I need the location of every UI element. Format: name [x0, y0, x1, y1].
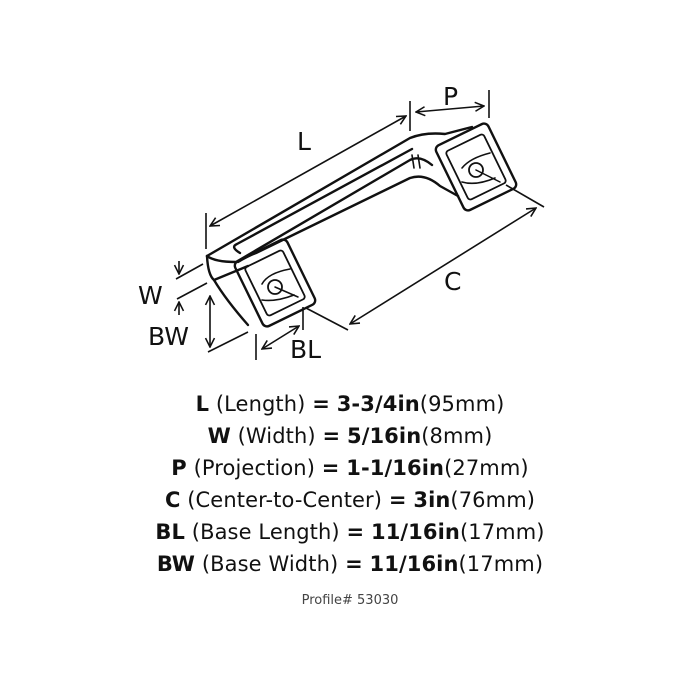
spec-metric: (8mm): [421, 424, 493, 448]
spec-code: BW: [156, 552, 196, 576]
spec-code: L: [195, 392, 210, 416]
handle-outline: [205, 122, 518, 328]
spec-name: (Projection): [193, 456, 316, 480]
spec-value: 11/16in: [369, 552, 459, 576]
spec-code: C: [164, 488, 181, 512]
dimension-lines: [176, 90, 545, 360]
spec-name: (Base Length): [191, 520, 340, 544]
spec-code: P: [171, 456, 187, 480]
spec-name: (Center-to-Center): [187, 488, 383, 512]
dimension-label-base-length: BL: [290, 335, 321, 364]
spec-metric: (95mm): [419, 392, 505, 416]
spec-metric: (76mm): [450, 488, 536, 512]
spec-equals: =: [345, 552, 363, 576]
handle-drawing: L P C W BW BL: [138, 82, 545, 364]
spec-equals: =: [321, 456, 340, 480]
dimension-label-base-width: BW: [148, 322, 189, 351]
spec-metric: (17mm): [459, 520, 545, 544]
spec-code: BL: [155, 520, 185, 544]
spec-base-width: BW (Base Width) = 11/16in(17mm): [0, 548, 700, 580]
spec-value: 3in: [413, 488, 451, 512]
spec-metric: (17mm): [458, 552, 544, 576]
spec-equals: =: [312, 392, 330, 416]
spec-name: (Base Width): [201, 552, 339, 576]
dimension-label-center-to-center: C: [444, 267, 461, 296]
profile-number: Profile# 53030: [301, 593, 399, 608]
spec-width: W (Width) = 5/16in(8mm): [0, 420, 700, 452]
spec-center-to-center: C (Center-to-Center) = 3in(76mm): [0, 484, 700, 516]
spec-value: 1-1/16in: [346, 456, 445, 480]
spec-equals: =: [388, 488, 407, 512]
spec-length: L (Length) = 3-3/4in(95mm): [0, 388, 700, 420]
spec-code: W: [207, 424, 231, 448]
spec-name: (Width): [237, 424, 316, 448]
dimension-label-projection: P: [443, 82, 458, 111]
spec-projection: P (Projection) = 1-1/16in(27mm): [0, 452, 700, 484]
spec-metric: (27mm): [444, 456, 529, 480]
spec-value: 3-3/4in: [336, 392, 420, 416]
spec-name: (Length): [215, 392, 306, 416]
spec-value: 5/16in: [346, 424, 422, 448]
spec-equals: =: [346, 520, 365, 544]
spec-value: 11/16in: [370, 520, 460, 544]
dimension-label-length: L: [297, 127, 311, 156]
spec-base-length: BL (Base Length) = 11/16in(17mm): [0, 516, 700, 548]
dimension-label-width: W: [138, 281, 163, 310]
handle-dimension-diagram: L P C W BW BL: [138, 82, 545, 364]
spec-equals: =: [322, 424, 341, 448]
specification-list: L (Length) = 3-3/4in(95mm) W (Width) = 5…: [0, 388, 700, 580]
